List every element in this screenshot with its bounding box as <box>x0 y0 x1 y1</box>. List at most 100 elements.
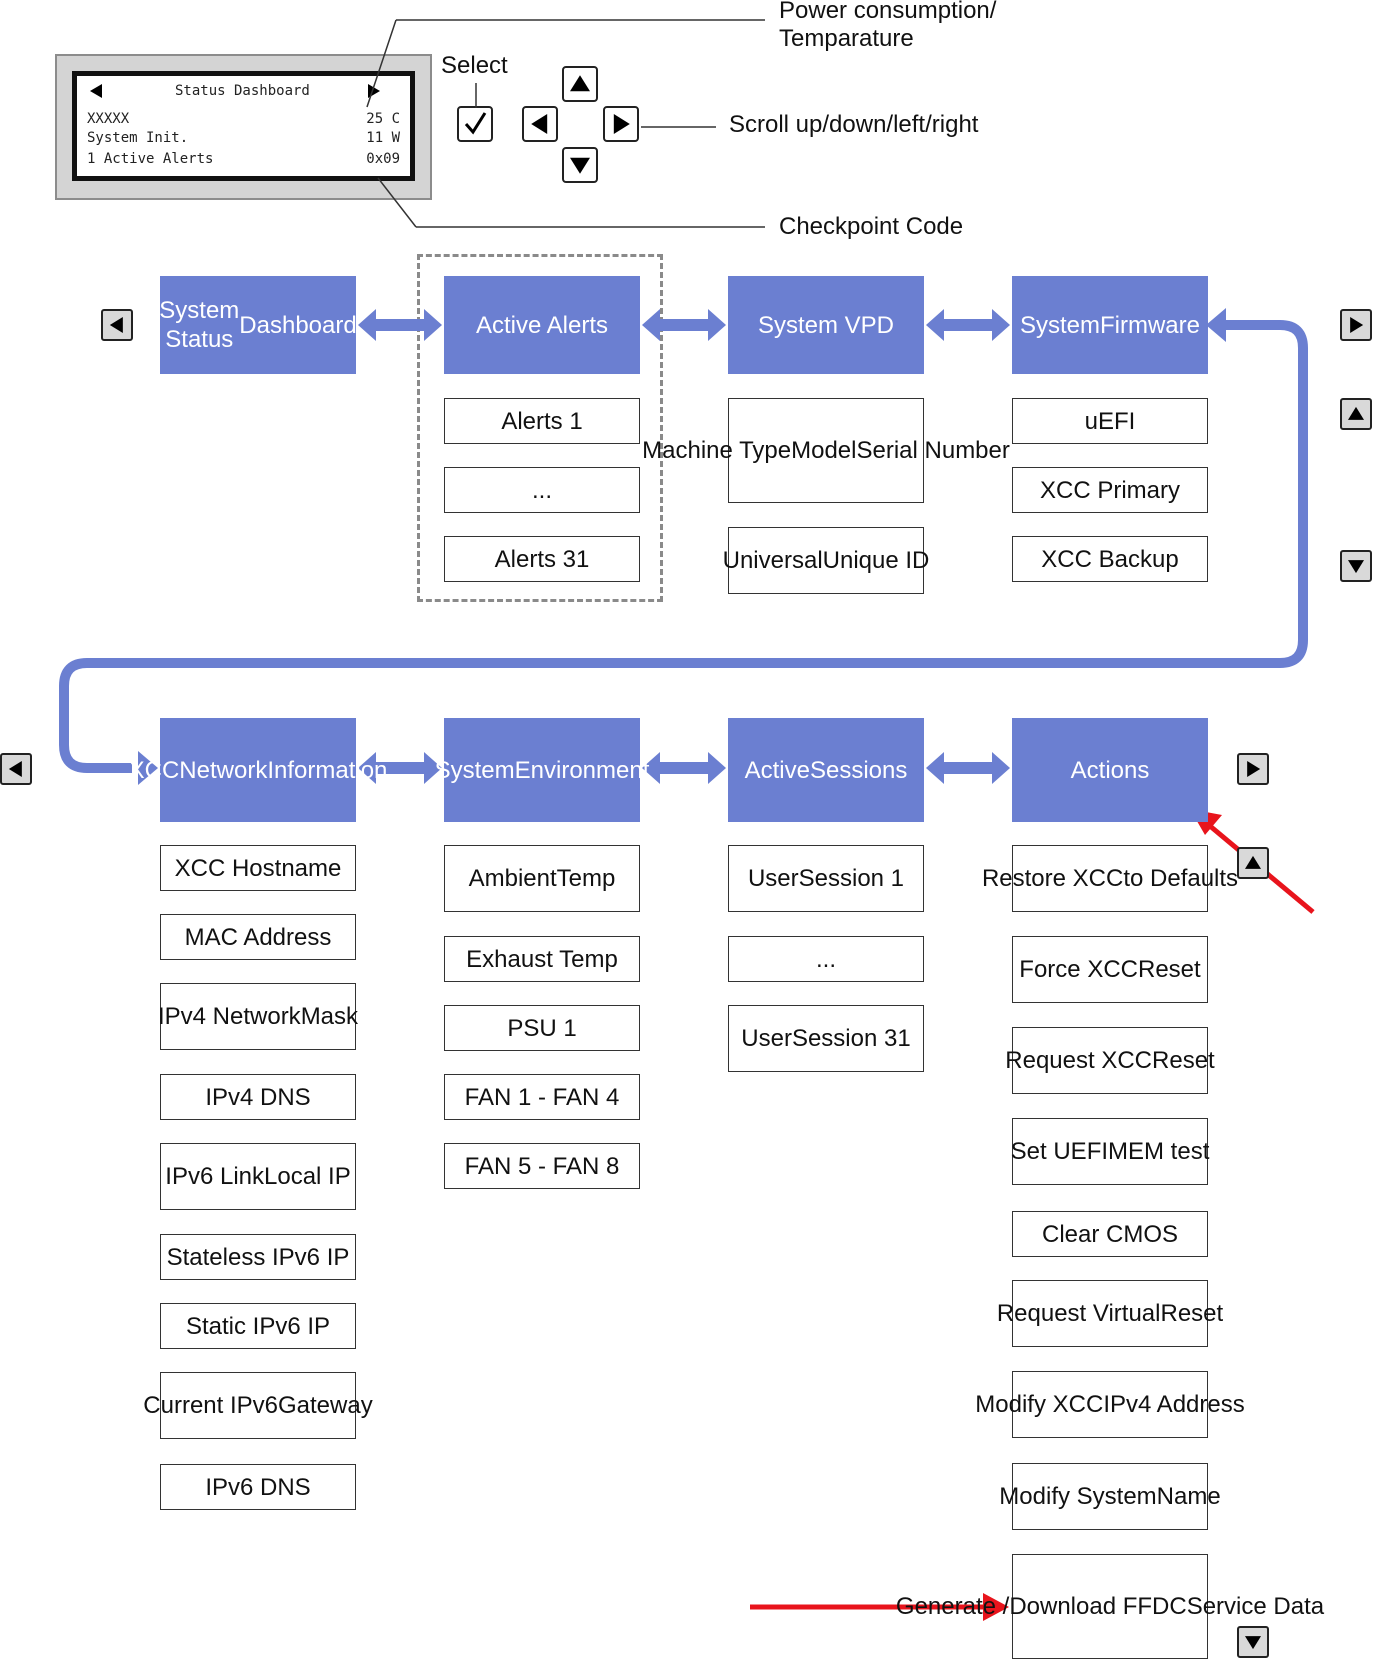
menu-item-ipv4-dns[interactable]: IPv4 DNS <box>160 1074 356 1120</box>
text-line: Firmware <box>1100 311 1200 339</box>
text-line: Actions <box>1070 756 1150 784</box>
lcd-left-arrow-icon <box>90 84 102 98</box>
text-line: to Defaults <box>1123 865 1239 892</box>
text-line: FAN 5 - FAN 8 <box>464 1152 620 1180</box>
arrow-right-icon <box>613 114 630 134</box>
text-line: Download FFDC <box>1009 1593 1187 1620</box>
text-line: System VPD <box>757 311 895 339</box>
menu-item-exhaust-temp[interactable]: Exhaust Temp <box>444 936 640 982</box>
menu-item-clear-cmos[interactable]: Clear CMOS <box>1012 1211 1208 1257</box>
menu-item-stateless-ipv6-ip[interactable]: Stateless IPv6 IP <box>160 1234 356 1280</box>
nav-right-button-row1[interactable] <box>1340 309 1372 341</box>
text-line: IPv6 Link <box>165 1163 264 1190</box>
menu-header-active-alerts[interactable]: Active Alerts <box>444 276 640 374</box>
menu-item-fan-5-fan-8[interactable]: FAN 5 - FAN 8 <box>444 1143 640 1189</box>
text-line: User <box>741 1025 792 1052</box>
menu-item-ellipsis[interactable]: ... <box>728 936 924 982</box>
arrow-left-icon <box>8 761 22 777</box>
text-line: Unique ID <box>822 547 930 574</box>
lcd-title: Status Dashboard <box>175 83 310 99</box>
text-line: Clear CMOS <box>1041 1220 1179 1248</box>
menu-item-alerts-1[interactable]: Alerts 1 <box>444 398 640 444</box>
annotation-checkpoint: Checkpoint Code <box>779 213 964 240</box>
text-line: Environment <box>514 756 650 784</box>
text-line: Reset <box>1160 1300 1224 1327</box>
menu-header-actions[interactable]: Actions <box>1012 718 1208 822</box>
text-line: Service Data <box>1186 1593 1325 1620</box>
text-line: uEFI <box>1084 407 1136 435</box>
menu-item-uefi[interactable]: uEFI <box>1012 398 1208 444</box>
select-button[interactable] <box>457 106 493 142</box>
text-line: Active <box>744 756 810 784</box>
double-arrow-connector <box>926 309 1010 341</box>
text-line: Exhaust Temp <box>466 945 618 973</box>
scroll-left-button[interactable] <box>522 106 558 142</box>
menu-item-xcc-primary[interactable]: XCC Primary <box>1012 467 1208 513</box>
menu-item-static-ipv6-ip[interactable]: Static IPv6 IP <box>160 1303 356 1349</box>
scroll-up-button[interactable] <box>562 66 598 102</box>
nav-left-button-row1[interactable] <box>101 309 133 341</box>
text-line: Local IP <box>264 1163 351 1190</box>
nav-left-button-row2[interactable] <box>0 753 32 785</box>
text-line: Set UEFI <box>1010 1138 1109 1165</box>
text-line: Sessions <box>809 756 908 784</box>
nav-down-button-row1[interactable] <box>1340 550 1372 582</box>
nav-up-button-row1[interactable] <box>1340 398 1372 430</box>
arrow-right-icon <box>1247 761 1261 777</box>
menu-item-ipv6-dns[interactable]: IPv6 DNS <box>160 1464 356 1510</box>
menu-header-system-vpd[interactable]: System VPD <box>728 276 924 374</box>
text-line: IPv4 Address <box>1103 1391 1245 1418</box>
nav-right-button-row2[interactable] <box>1237 753 1269 785</box>
menu-item-alerts-31[interactable]: Alerts 31 <box>444 536 640 582</box>
lcd-panel: Status Dashboard XXXXX 25 C System Init.… <box>55 54 432 200</box>
text-line: Force XCC <box>1019 956 1138 983</box>
text-line: User <box>747 865 799 892</box>
text-line: Stateless IPv6 IP <box>166 1243 350 1271</box>
annotation-scroll: Scroll up/down/left/right <box>729 111 979 138</box>
text-line: Name <box>1156 1483 1221 1510</box>
text-line: Machine Type <box>642 437 792 464</box>
text-line: MAC Address <box>184 923 332 951</box>
menu-item-fan-1-fan-4[interactable]: FAN 1 - FAN 4 <box>444 1074 640 1120</box>
menu-item-mac-address[interactable]: MAC Address <box>160 914 356 960</box>
lcd-checkpoint-code: 0x09 <box>366 151 400 167</box>
menu-item-xcc-hostname[interactable]: XCC Hostname <box>160 845 356 891</box>
scroll-right-button[interactable] <box>603 106 639 142</box>
lcd-temperature: 25 C <box>366 111 400 127</box>
menu-item-xcc-backup[interactable]: XCC Backup <box>1012 536 1208 582</box>
text-line: Request Virtual <box>996 1300 1161 1327</box>
text-line: Universal <box>722 547 823 574</box>
menu-item-ellipsis[interactable]: ... <box>444 467 640 513</box>
lcd-row-1-left: XXXXX <box>87 111 130 127</box>
nav-up-button-row2[interactable] <box>1237 847 1269 879</box>
scroll-down-button[interactable] <box>562 147 598 183</box>
arrow-up-icon <box>570 75 590 92</box>
text-line: Session 1 <box>798 865 905 892</box>
text-line: System <box>434 756 515 784</box>
nav-down-button-row2[interactable] <box>1237 1626 1269 1658</box>
arrow-up-icon <box>1348 406 1364 420</box>
menu-item-psu-1[interactable]: PSU 1 <box>444 1005 640 1051</box>
text-line: XCC Backup <box>1041 545 1179 573</box>
